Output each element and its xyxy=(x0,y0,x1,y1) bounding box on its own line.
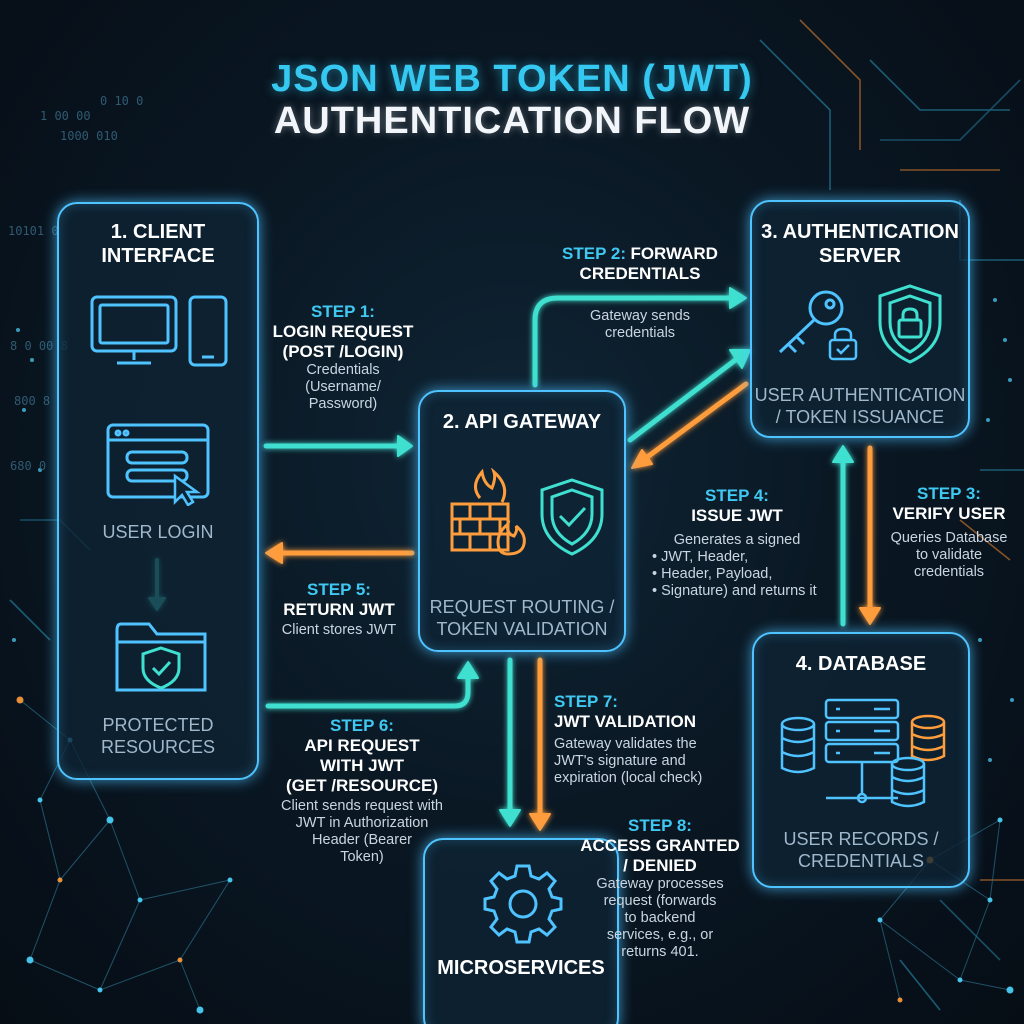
step1-label: STEP 1: LOGIN REQUEST (POST /LOGIN) Cred… xyxy=(268,302,418,413)
shield-lock-icon xyxy=(878,284,942,364)
firewall-icon xyxy=(450,468,526,556)
step6-label: STEP 6: API REQUEST WITH JWT (GET /RESOU… xyxy=(268,716,456,866)
step4-bullet: • JWT, Header, xyxy=(652,549,749,565)
background-digits: 800 8 xyxy=(14,394,50,408)
step2-heading: STEP 2: xyxy=(562,244,626,263)
arrow-step4 xyxy=(643,381,749,461)
phone-icon xyxy=(188,295,228,367)
step3-label: STEP 3: VERIFY USER Queries Database to … xyxy=(876,484,1022,581)
database-subtitle: USER RECORDS / CREDENTIALS xyxy=(783,829,939,871)
step7-desc: Gateway validates the JWT's signature an… xyxy=(554,736,703,786)
arrow-gateway-to-auth xyxy=(627,355,741,443)
step4-desc-intro: Generates a signed xyxy=(673,532,801,548)
step3-name: VERIFY USER xyxy=(892,504,1006,523)
diagram-title-line2: AUTHENTICATION FLOW xyxy=(273,100,751,142)
monitor-icon xyxy=(90,295,178,365)
authentication-server-node: 3. AUTHENTICATION SERVER USER AUTHENTICA… xyxy=(750,200,970,438)
gateway-title: 2. API GATEWAY xyxy=(442,411,602,433)
step4-heading: STEP 4: xyxy=(705,486,769,505)
step4-name: ISSUE JWT xyxy=(691,506,783,525)
step4-bullet-text: Signature) and returns it xyxy=(661,583,817,599)
microservices-title: MICROSERVICES xyxy=(437,957,605,979)
step3-heading: STEP 3: xyxy=(917,484,981,503)
step8-heading: STEP 8: xyxy=(628,816,692,835)
shield-check-icon xyxy=(540,478,604,556)
background-digits: 1000 010 xyxy=(60,129,118,143)
step7-name: JWT VALIDATION xyxy=(554,712,696,731)
key-icon xyxy=(778,290,844,354)
background-digits: 8 0 00 8 xyxy=(10,339,68,353)
step1-heading: STEP 1: xyxy=(311,302,375,321)
step6-name: API REQUEST WITH JWT (GET /RESOURCE) xyxy=(285,736,439,795)
step5-name: RETURN JWT xyxy=(283,600,395,619)
step4-bullet-text: Header, Payload, xyxy=(661,566,773,582)
step4-bullet: • Header, Payload, xyxy=(652,566,773,582)
arrow-step2 xyxy=(532,295,733,388)
step8-label: STEP 8: ACCESS GRANTED / DENIED Gateway … xyxy=(570,816,750,961)
background-digits: 680 0 xyxy=(10,459,46,473)
step7-label: STEP 7: JWT VALIDATION Gateway validates… xyxy=(554,692,744,787)
background-digits: 0 10 0 xyxy=(100,94,143,108)
api-gateway-node: 2. API GATEWAY REQUEST ROUTING / TOKEN V… xyxy=(418,390,626,652)
client-title: 1. CLIENT INTERFACE xyxy=(101,221,215,267)
step4-label: STEP 4: ISSUE JWT Generates a signed • J… xyxy=(642,486,832,600)
lock-icon xyxy=(828,327,858,361)
database-server-icon xyxy=(780,698,946,808)
auth-title: 3. AUTHENTICATION SERVER xyxy=(761,221,959,267)
diagram-title-line1: JSON WEB TOKEN (JWT) xyxy=(271,58,753,100)
gateway-subtitle: REQUEST ROUTING / TOKEN VALIDATION xyxy=(429,597,615,639)
step5-desc: Client stores JWT xyxy=(281,622,397,638)
folder-shield-icon xyxy=(115,622,207,692)
step1-name: LOGIN REQUEST (POST /LOGIN) xyxy=(272,322,414,361)
browser-login-icon xyxy=(106,423,210,506)
background-digits: 10101 0 xyxy=(8,224,59,238)
step3-desc: Queries Database to validate credentials xyxy=(890,530,1008,580)
arrow-step6 xyxy=(265,673,471,709)
step1-desc: Credentials (Username/ Password) xyxy=(305,362,381,412)
step2-label: STEP 2: FORWARD CREDENTIALS Gateway send… xyxy=(540,244,740,342)
step2-heading-tail: FORWARD xyxy=(630,244,718,263)
step5-label: STEP 5: RETURN JWT Client stores JWT xyxy=(268,580,410,639)
user-login-label: USER LOGIN xyxy=(102,522,214,542)
step6-desc: Client sends request with JWT in Authori… xyxy=(281,798,443,865)
step6-heading: STEP 6: xyxy=(330,716,394,735)
step4-bullet: • Signature) and returns it xyxy=(652,583,817,599)
step2-name: CREDENTIALS xyxy=(579,264,701,283)
step8-desc: Gateway processes request (forwards to b… xyxy=(596,876,724,960)
step8-name: ACCESS GRANTED / DENIED xyxy=(580,836,740,875)
client-interface-node: 1. CLIENT INTERFACE USER LOGIN PROTECTED… xyxy=(57,202,259,780)
auth-subtitle: USER AUTHENTICATION / TOKEN ISSUANCE xyxy=(754,385,966,427)
step4-bullet-text: JWT, Header, xyxy=(661,549,749,565)
background-digits: 1 00 00 xyxy=(40,109,91,123)
step5-heading: STEP 5: xyxy=(307,580,371,599)
gear-icon xyxy=(483,864,563,944)
step7-heading: STEP 7: xyxy=(554,692,618,711)
protected-resources-label: PROTECTED RESOURCES xyxy=(100,715,216,757)
database-node: 4. DATABASE USER RECORDS / CREDENTIALS xyxy=(752,632,970,888)
step2-desc: Gateway sends credentials xyxy=(590,308,690,341)
microservices-node: MICROSERVICES xyxy=(423,838,619,1024)
database-title: 4. DATABASE xyxy=(795,653,927,675)
